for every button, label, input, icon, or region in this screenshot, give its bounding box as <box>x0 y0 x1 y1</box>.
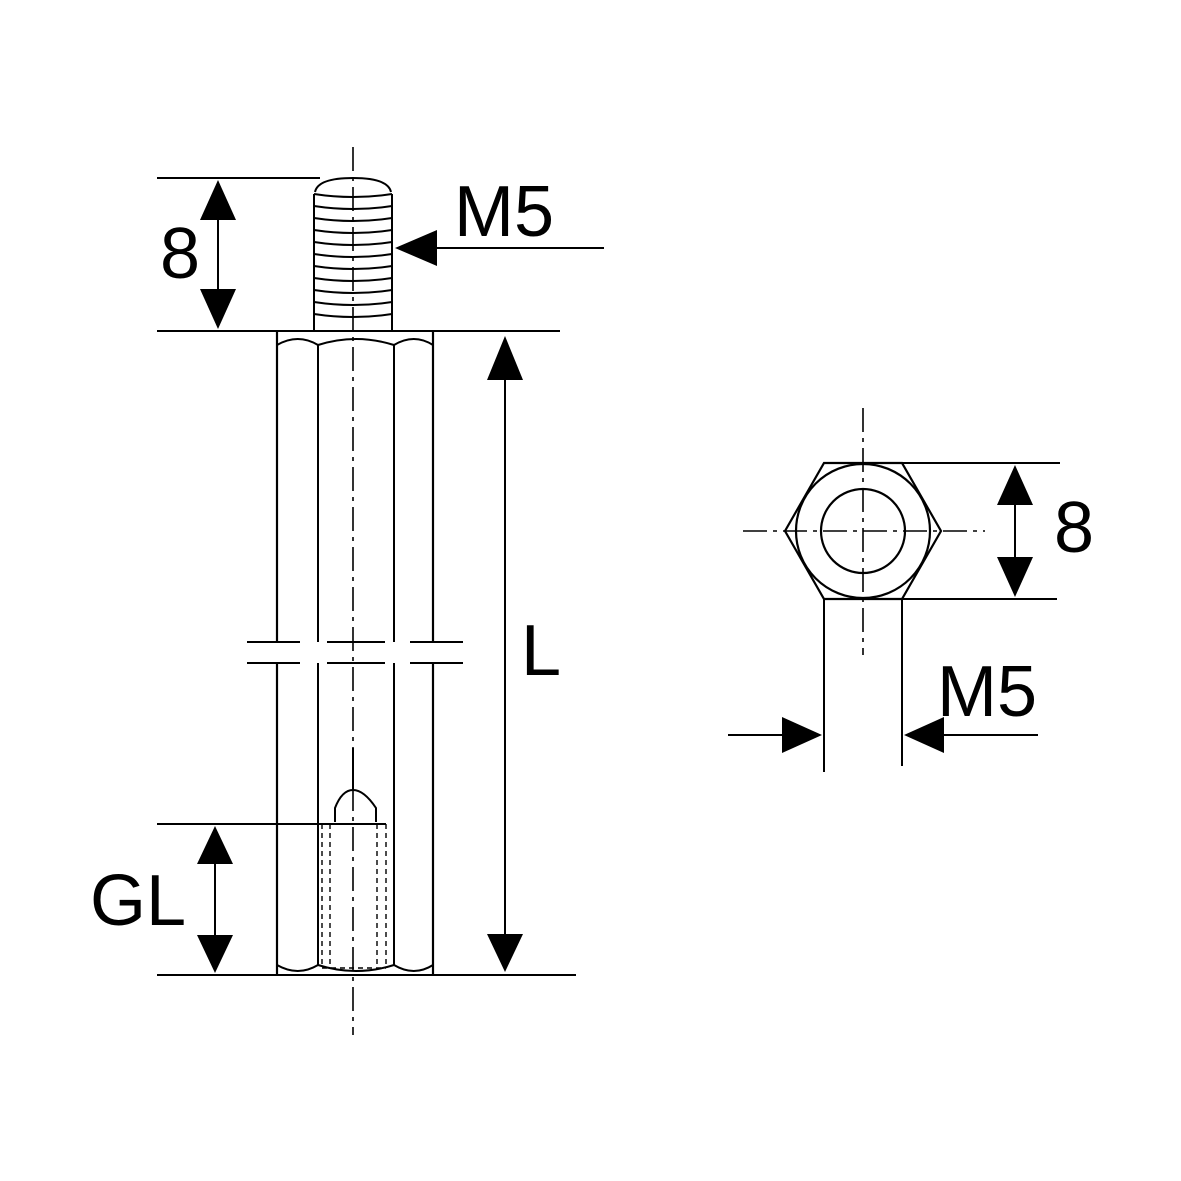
label-hex-width: 8 <box>1054 488 1094 568</box>
leader-thread-size-top <box>395 230 604 266</box>
extension-lines <box>157 177 576 976</box>
dim-hex-width <box>997 465 1033 597</box>
dim-thread-size-bottom <box>728 717 1038 753</box>
hex-inscribed-circle <box>794 462 932 600</box>
label-thread-size-bottom: M5 <box>937 652 1037 732</box>
break-marks <box>247 641 463 664</box>
hex-body-lower <box>275 663 435 975</box>
internal-thread <box>321 748 387 969</box>
bore-circle <box>819 487 907 575</box>
label-length: L <box>521 611 561 691</box>
label-thread-length: 8 <box>160 214 200 294</box>
hex-body-upper <box>275 331 435 642</box>
dim-thread-length <box>200 180 236 329</box>
dim-internal-thread-length <box>197 826 233 973</box>
label-internal-thread-length: GL <box>90 861 186 941</box>
side-view: 8 M5 L GL <box>90 147 604 1035</box>
top-view: 8 M5 <box>728 408 1094 772</box>
label-thread-size-top: M5 <box>454 172 554 252</box>
dim-length <box>487 336 523 972</box>
external-thread <box>313 176 393 331</box>
